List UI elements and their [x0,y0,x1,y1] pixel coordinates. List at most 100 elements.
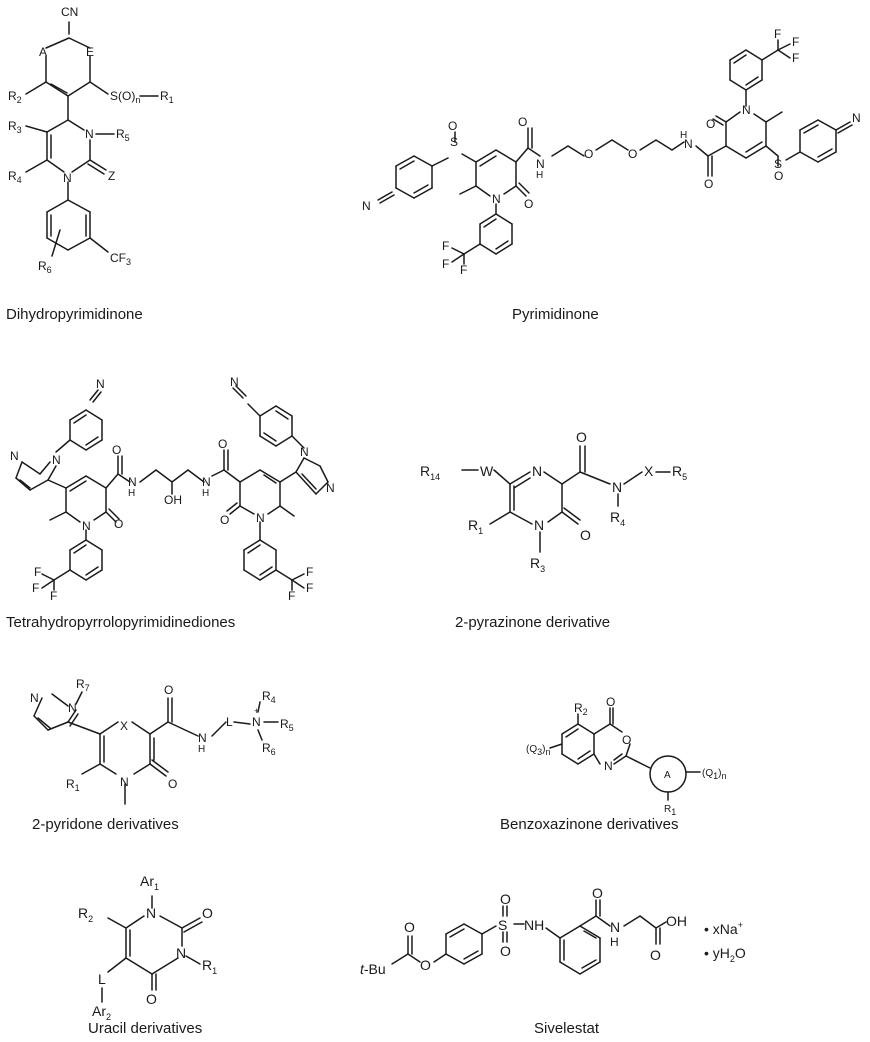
svg-text:H: H [680,130,687,141]
svg-text:R2: R2 [8,89,22,105]
svg-text:O: O [500,891,511,907]
svg-text:R14: R14 [420,463,440,482]
svg-text:N: N [300,445,309,459]
svg-text:CF3: CF3 [110,251,131,267]
svg-text:N: N [492,192,501,206]
svg-text:N: N [82,519,91,533]
svg-text:N: N [52,453,61,467]
svg-text:F: F [460,263,467,277]
svg-text:H: H [536,170,543,181]
caption-pyrazinone: 2-pyrazinone derivative [455,614,611,631]
svg-text:N: N [63,171,72,185]
svg-text:S(O)n: S(O)n [110,89,140,105]
svg-text:N: N [230,375,239,389]
svg-text:N: N [610,919,620,935]
svg-text:R1: R1 [66,777,80,793]
svg-text:R4: R4 [8,169,22,185]
svg-text:N: N [362,199,371,213]
svg-text:F: F [792,51,799,65]
svg-text:N: N [536,157,545,171]
caption-pyrimidinone: Pyrimidinone [512,306,599,323]
svg-text:N: N [96,377,105,391]
svg-text:R2: R2 [78,905,93,924]
svg-text:N: N [852,111,861,125]
svg-text:O: O [576,429,587,445]
svg-text:R6: R6 [262,741,276,757]
svg-text:R1: R1 [160,89,174,105]
svg-text:N: N [612,479,622,495]
svg-text:N: N [146,905,156,921]
svg-text:O: O [202,905,213,921]
svg-text:• xNa+: • xNa+ [704,920,743,937]
svg-text:O: O [146,991,157,1007]
caption-benzoxazinone: Benzoxazinone derivatives [500,816,679,833]
svg-text:N: N [534,517,544,533]
svg-text:O: O [112,443,121,457]
svg-text:O: O [220,513,229,527]
svg-text:O: O [164,683,173,697]
svg-text:F: F [306,581,313,595]
svg-text:O: O [580,527,591,543]
svg-text:N: N [128,475,137,489]
svg-text:H: H [128,488,135,499]
svg-text:O: O [592,885,603,901]
svg-text:F: F [792,35,799,49]
svg-text:N: N [120,775,129,789]
svg-text:R6: R6 [38,259,52,275]
svg-text:R3: R3 [530,555,545,574]
svg-text:O: O [448,119,457,133]
caption-pyridone: 2-pyridone derivatives [32,816,179,833]
svg-text:N: N [68,701,77,715]
svg-text:H: H [198,744,205,755]
sivelestat-structure: t-Bu O O O S O NH O N H OH O • xNa+ • yH… [360,885,746,977]
dihydropyrimidinone-structure: CN A E R2 S(O)n R1 R3 N R5 R4 N Z R6 CF3 [8,5,174,275]
svg-text:R7: R7 [76,677,90,693]
svg-text:L: L [226,715,233,729]
svg-text:X: X [644,463,654,479]
svg-text:R1: R1 [468,517,483,536]
svg-text:N: N [85,127,94,141]
svg-text:A: A [664,770,671,781]
svg-text:F: F [50,589,57,603]
svg-text:W: W [480,463,494,479]
svg-text:O: O [500,943,511,959]
svg-text:R5: R5 [280,717,294,733]
svg-text:O: O [114,517,123,531]
svg-text:OH: OH [164,493,182,507]
svg-text:F: F [288,589,295,603]
pyridone-structure: R7 N N X O N H L N + R4 R5 R6 R1 N O [30,677,294,805]
svg-text:S: S [450,135,458,149]
svg-text:(Q1)n: (Q1)n [702,768,726,781]
svg-text:N: N [742,103,751,117]
svg-text:X: X [120,719,128,733]
svg-text:O: O [704,177,713,191]
svg-text:R2: R2 [574,701,588,717]
svg-text:CN: CN [61,5,78,19]
svg-text:N: N [30,691,39,705]
caption-tetrahydro: Tetrahydropyrrolopyrimidinediones [6,614,236,631]
svg-text:N: N [326,481,335,495]
svg-text:R4: R4 [262,689,276,705]
svg-text:O: O [524,197,533,211]
svg-text:Z: Z [108,169,115,183]
caption-uracil: Uracil derivatives [88,1020,203,1037]
svg-text:O: O [168,777,177,791]
svg-text:F: F [442,257,449,271]
tetrahydro-structure: N N N N O O N H OH N H O N O N N N F F F… [10,375,335,603]
svg-text:OH: OH [666,913,687,929]
svg-text:NH: NH [524,917,544,933]
svg-text:O: O [606,695,615,709]
svg-text:O: O [420,957,431,973]
svg-text:F: F [34,565,41,579]
svg-text:O: O [622,733,631,747]
svg-text:R4: R4 [610,509,625,528]
svg-text:O: O [774,169,783,183]
svg-text:F: F [306,565,313,579]
svg-text:(Q3)n: (Q3)n [526,744,550,757]
svg-text:N: N [532,463,542,479]
svg-text:L: L [98,971,106,987]
svg-text:N: N [176,945,186,961]
svg-text:R1: R1 [664,804,676,817]
svg-text:F: F [32,581,39,595]
svg-text:O: O [404,919,415,935]
